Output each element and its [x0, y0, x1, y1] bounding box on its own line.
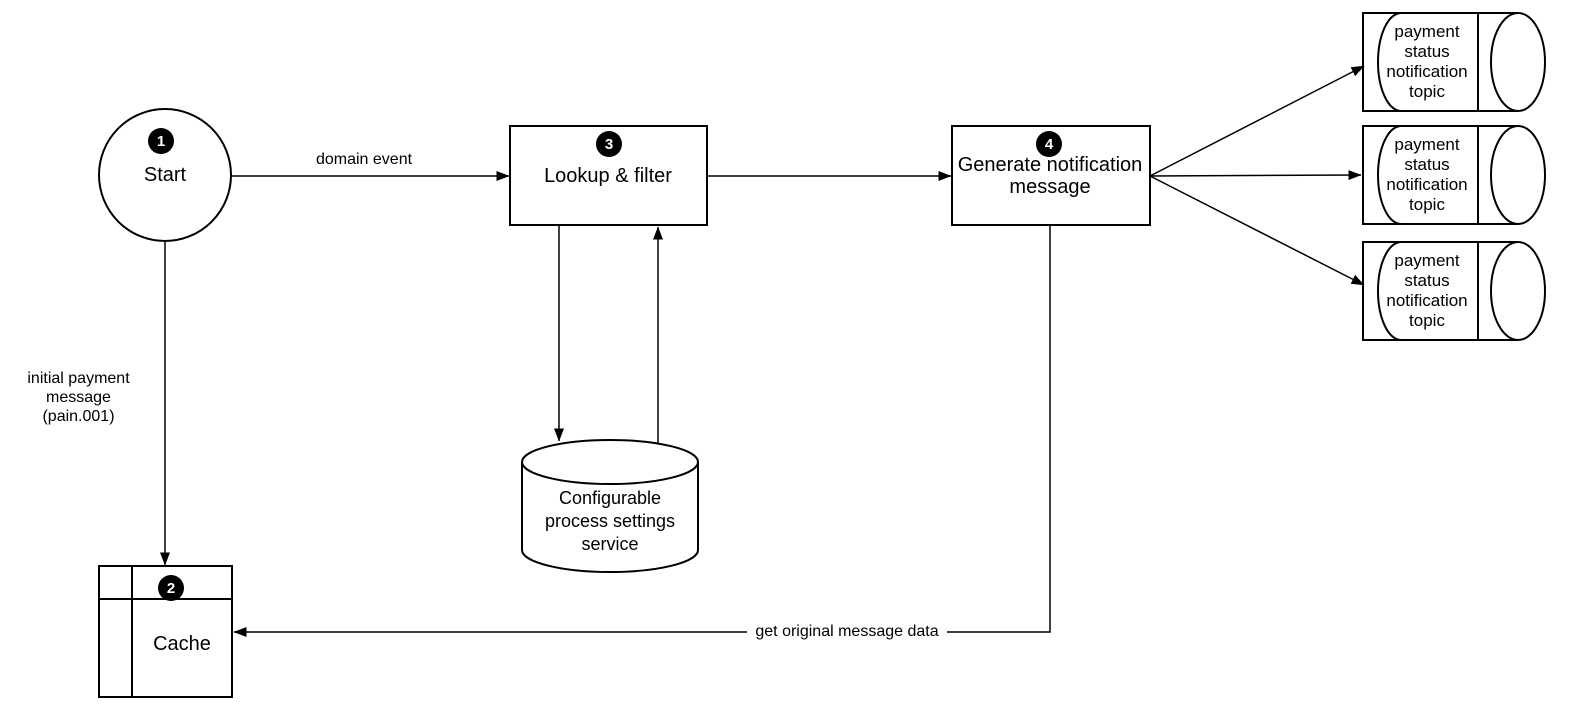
topic-node-queue-3: [1362, 241, 1546, 341]
start-node-label: Start: [143, 164, 187, 186]
edge-generate-to-topic-1: [1149, 65, 1365, 177]
settings-service-node-label: Configurable process settings service: [544, 488, 676, 554]
step-badge-3: 3: [596, 131, 622, 157]
queue-end-cap-ellipse: [1490, 125, 1546, 225]
edge-generate-to-cache: [233, 226, 1051, 637]
step-badge-4: 4: [1036, 131, 1062, 157]
queue-body-outline: [1362, 125, 1518, 225]
generate-notification-node-label: Generate notification message: [957, 154, 1143, 198]
queue-end-cap-ellipse: [1490, 12, 1546, 112]
edge-label-get-original-message-data: get original message data: [747, 622, 947, 641]
queue-end-cap-ellipse: [1490, 241, 1546, 341]
step-badge-2: 2: [158, 575, 184, 601]
topic-node-label-3: payment status notification topic: [1386, 251, 1468, 330]
topic-node-queue-2: [1362, 125, 1546, 225]
cylinder-top-rim: [521, 461, 699, 485]
cache-node-label: Cache: [153, 633, 211, 655]
edge-generate-to-topic-3: [1149, 175, 1365, 286]
topic-node-label-2: payment status notification topic: [1386, 135, 1468, 214]
queue-left-arc: [1377, 241, 1402, 341]
edge-generate-to-topic-2: [1149, 170, 1362, 181]
queue-left-arc: [1377, 12, 1402, 112]
edge-label-domain-event: domain event: [315, 151, 413, 168]
step-badge-1: 1: [148, 128, 174, 154]
queue-body-outline: [1362, 12, 1518, 112]
topic-node-queue-1: [1362, 12, 1546, 112]
queue-left-arc: [1377, 125, 1402, 225]
settings-service-node-cylinder: [521, 439, 699, 573]
cylinder-body: [521, 439, 699, 573]
queue-body-outline: [1362, 241, 1518, 341]
lookup-filter-node-label: Lookup & filter: [544, 165, 672, 187]
topic-node-label-1: payment status notification topic: [1386, 22, 1468, 101]
edge-label-initial-payment-message: initial payment message (pain.001): [27, 370, 130, 425]
